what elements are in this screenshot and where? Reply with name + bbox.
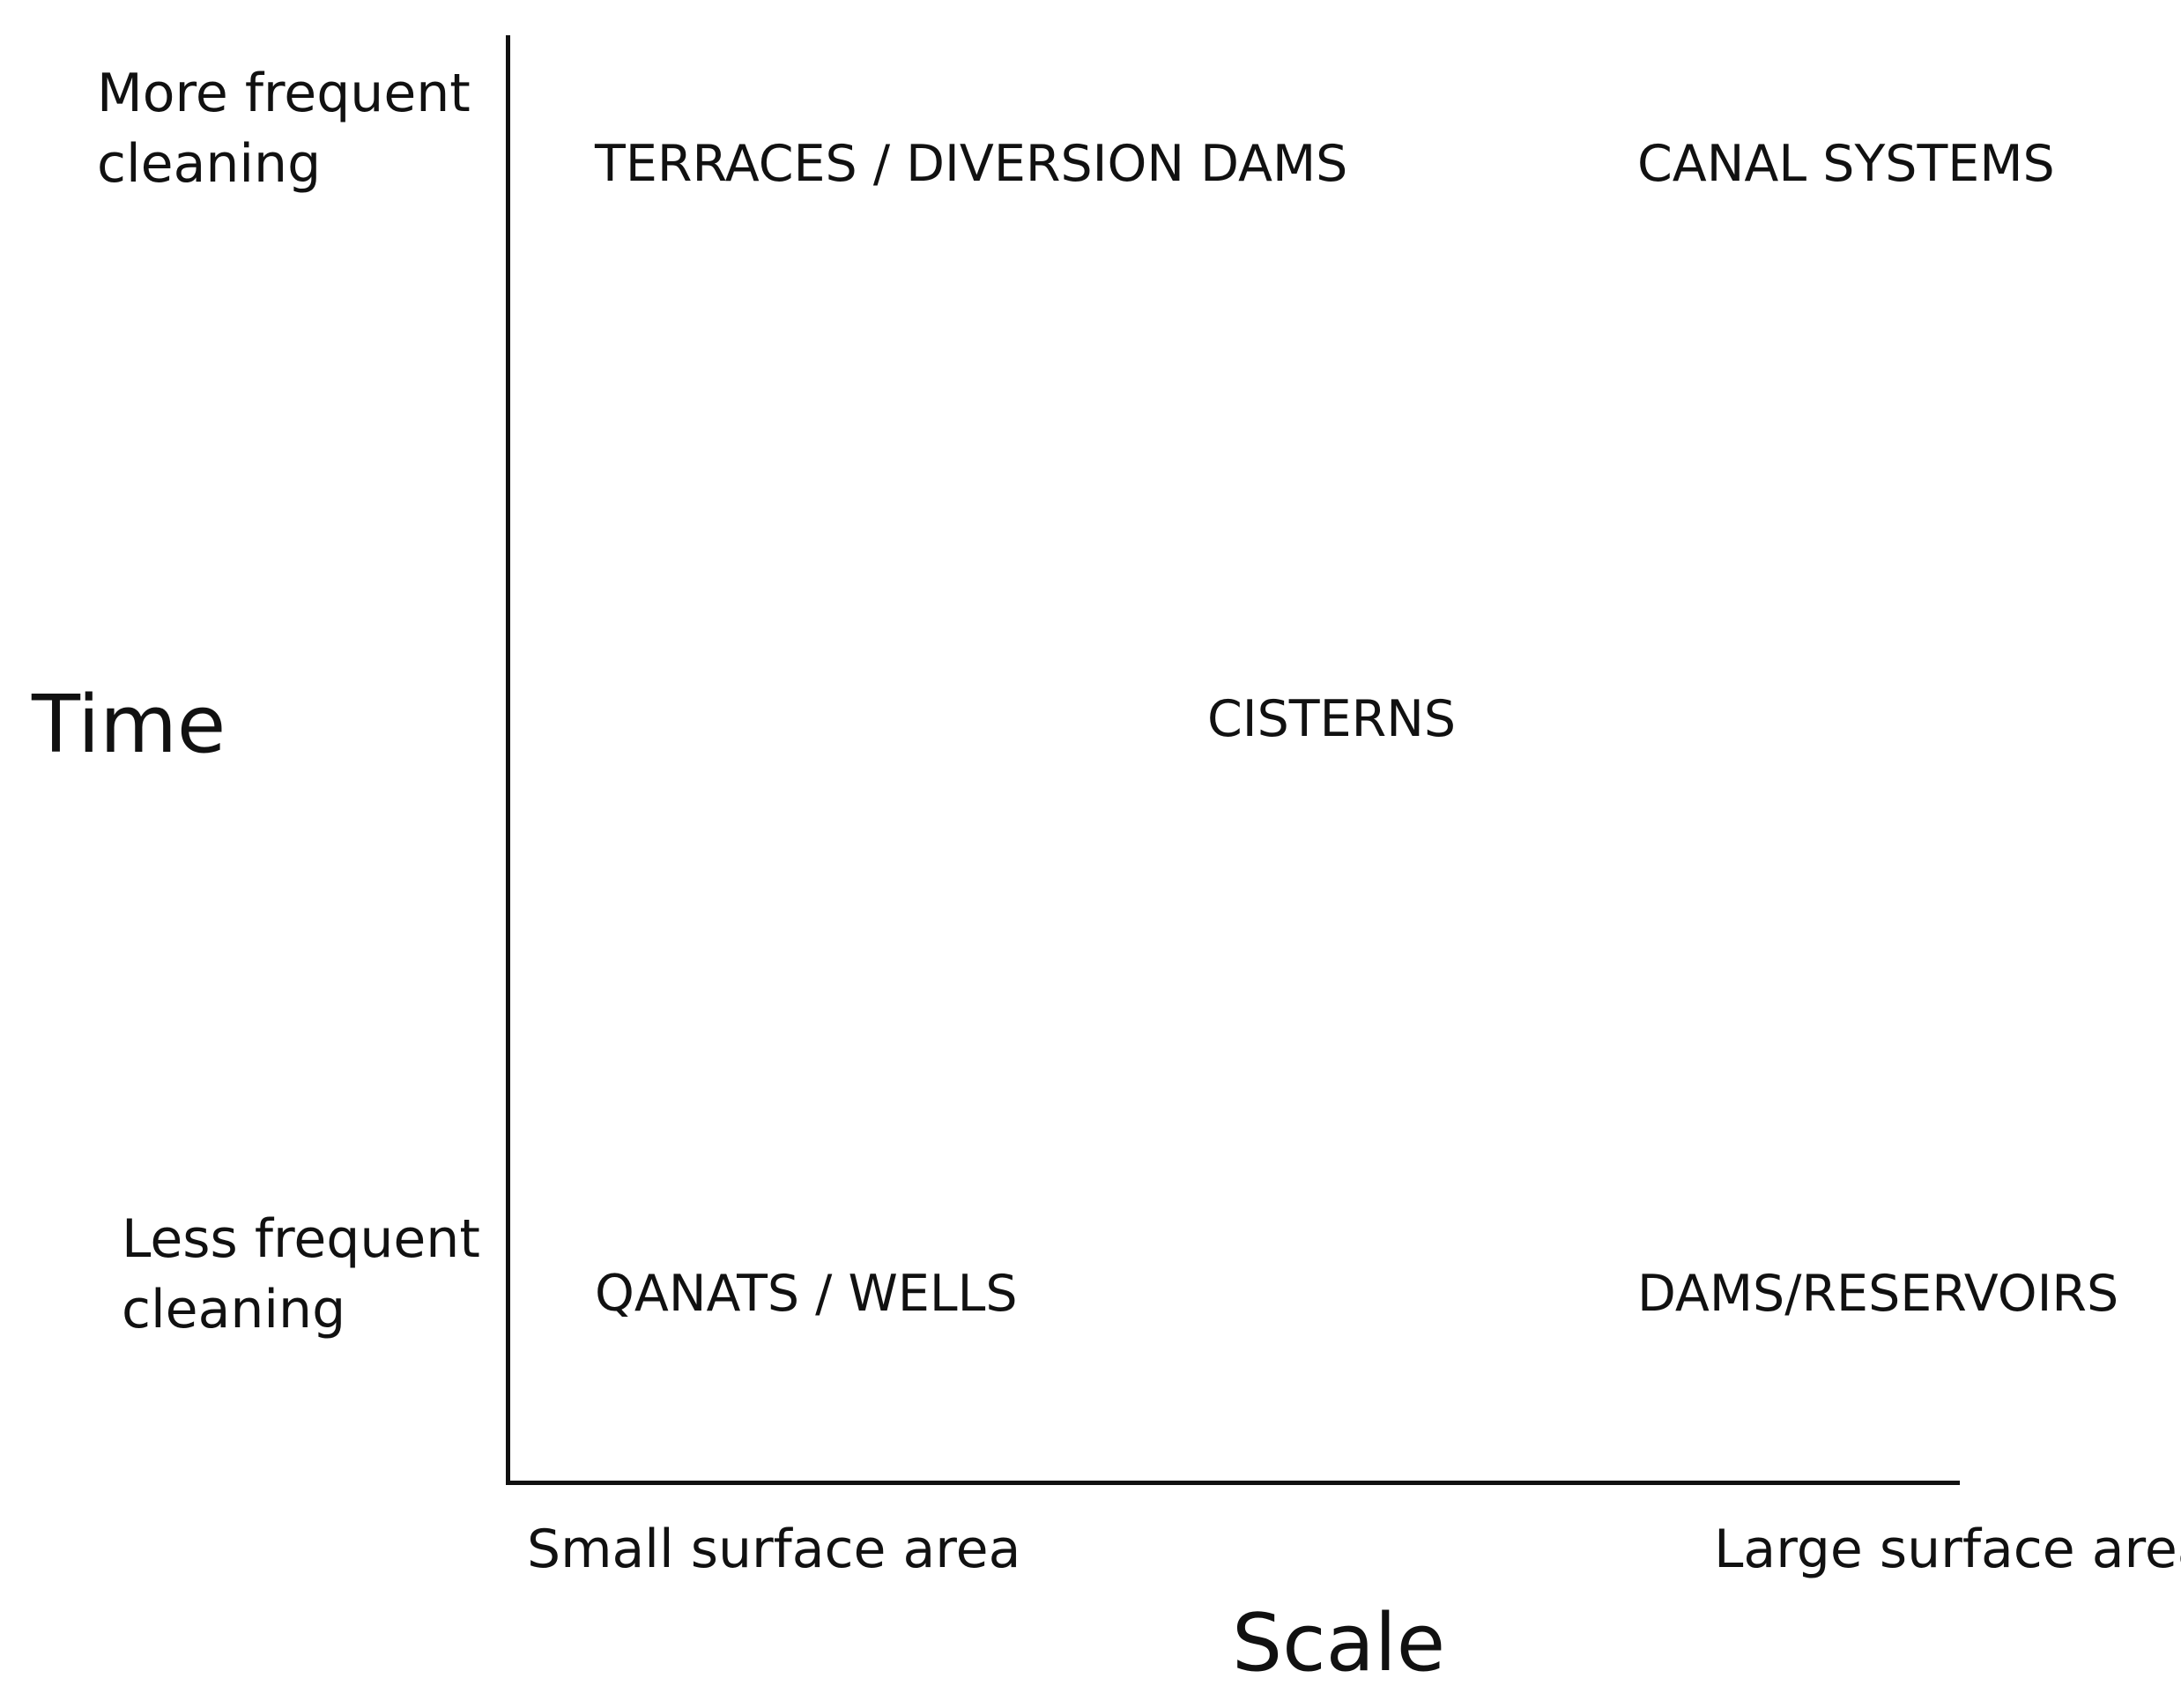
item-canal-systems: CANAL SYSTEMS [1637, 135, 2055, 193]
y-axis-top-label-line-1: More frequent [97, 63, 471, 124]
item-qanats-wells: QANATS / WELLS [595, 1265, 1018, 1323]
y-axis-title: Time [32, 679, 226, 771]
y-axis-top-label: More frequent cleaning [97, 58, 471, 199]
x-axis-title: Scale [1232, 1597, 1446, 1689]
item-cisterns: CISTERNS [1207, 690, 1457, 748]
y-axis-bottom-label-line-1: Less frequent [122, 1208, 480, 1270]
y-axis-line [506, 35, 510, 1485]
x-axis-left-label: Small surface area [527, 1519, 1021, 1580]
x-axis-line [506, 1481, 1960, 1485]
y-axis-bottom-label-line-2: cleaning [122, 1279, 346, 1340]
y-axis-bottom-label: Less frequent cleaning [122, 1204, 480, 1345]
y-axis-top-label-line-2: cleaning [97, 133, 322, 195]
x-axis-right-label: Large surface area [1714, 1519, 2181, 1580]
item-dams-reservoirs: DAMS/RESERVOIRS [1637, 1265, 2119, 1323]
item-terraces-diversion-dams: TERRACES / DIVERSION DAMS [595, 135, 1348, 193]
